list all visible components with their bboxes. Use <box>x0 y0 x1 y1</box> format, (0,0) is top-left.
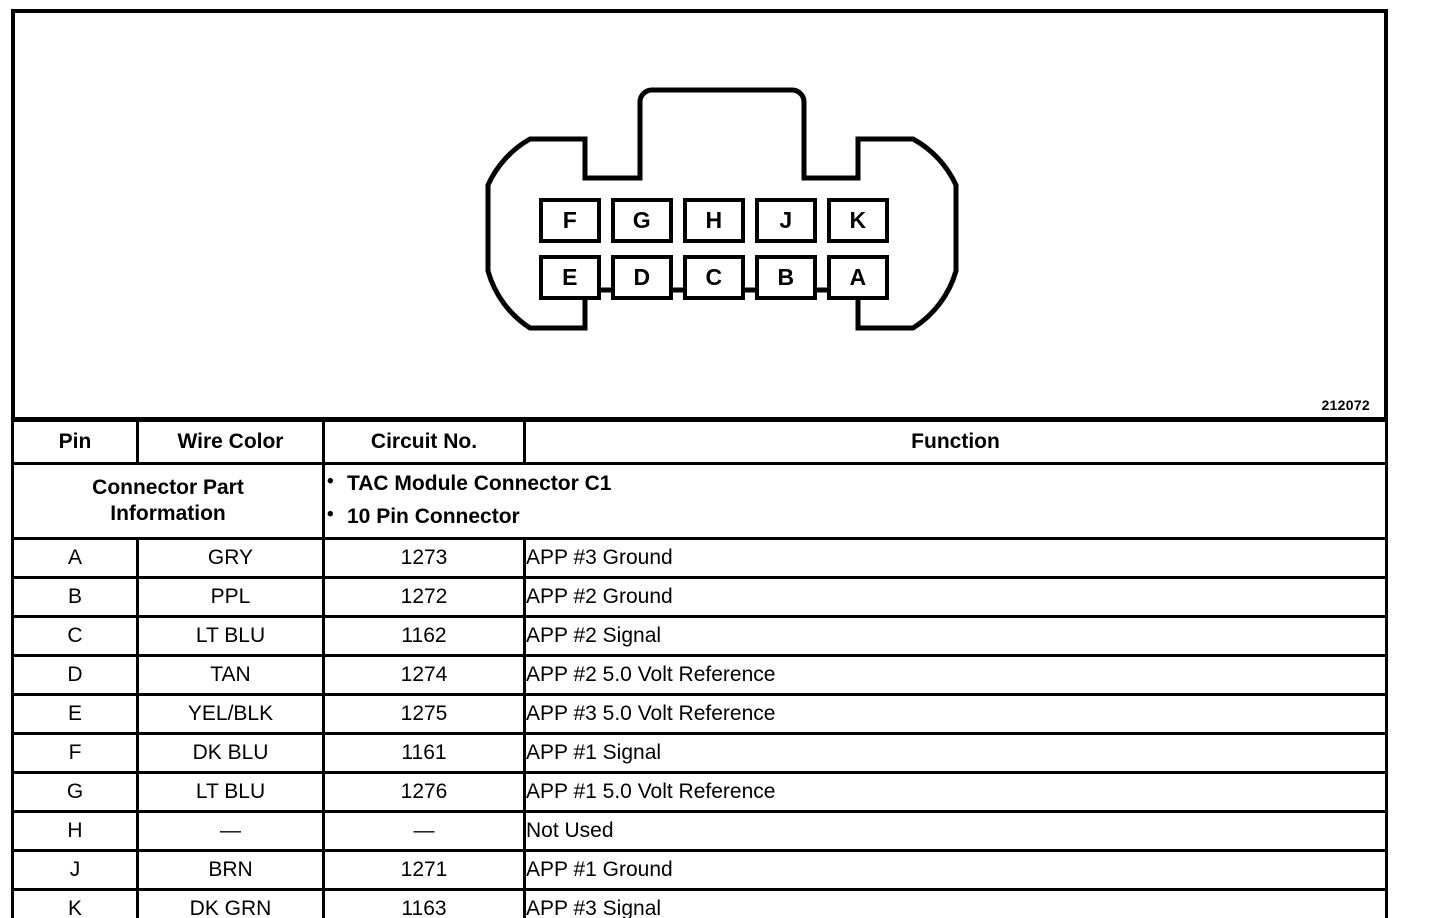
cell-circuit-no: 1163 <box>322 888 526 918</box>
cell-wire-color: GRY <box>136 537 325 579</box>
cell-function: APP #1 5.0 Volt Reference <box>523 771 1388 813</box>
pin-box-F[interactable]: F <box>539 198 601 243</box>
cell-wire-color: DK GRN <box>136 888 325 918</box>
pin-box-label: C <box>705 264 723 290</box>
column-header-wire-color: Wire Color <box>136 419 325 465</box>
cell-function: APP #2 Signal <box>523 615 1388 657</box>
cell-function: Not Used <box>523 810 1388 852</box>
cell-pin: D <box>11 654 139 696</box>
connector-part-information-row: Connector Part Information TAC Module Co… <box>11 462 1388 540</box>
cell-wire-color: LT BLU <box>136 771 325 813</box>
cpi-label-line1: Connector Part <box>92 476 244 500</box>
pin-box-label: F <box>562 207 578 233</box>
cell-function: APP #3 Ground <box>523 537 1388 579</box>
cell-wire-color: BRN <box>136 849 325 891</box>
cell-wire-color: DK BLU <box>136 732 325 774</box>
figure-number: 212072 <box>1321 397 1370 413</box>
cell-wire-color: LT BLU <box>136 615 325 657</box>
cell-wire-color: TAN <box>136 654 325 696</box>
cpi-bullet-item: 10 Pin Connector <box>327 500 1385 534</box>
pin-box-label: H <box>705 207 723 233</box>
cell-circuit-no: 1275 <box>322 693 526 735</box>
cpi-label-line2: Information <box>110 502 226 525</box>
cell-function: APP #3 5.0 Volt Reference <box>523 693 1388 735</box>
cell-circuit-no: 1162 <box>322 615 526 657</box>
cell-circuit-no: 1276 <box>322 771 526 813</box>
pin-box-label: A <box>849 264 867 290</box>
cell-pin: E <box>11 693 139 735</box>
pin-box-label: J <box>779 207 793 233</box>
cell-circuit-no: 1161 <box>322 732 526 774</box>
cell-wire-color: YEL/BLK <box>136 693 325 735</box>
pin-box-D[interactable]: D <box>611 255 673 300</box>
pin-box-C[interactable]: C <box>683 255 745 300</box>
cpi-bullet-list: TAC Module Connector C1 10 Pin Connector <box>325 467 1385 534</box>
cell-pin: H <box>11 810 139 852</box>
table-row: H——Not Used <box>11 810 1388 852</box>
cell-wire-color: PPL <box>136 576 325 618</box>
cell-function: APP #1 Ground <box>523 849 1388 891</box>
cell-function: APP #2 Ground <box>523 576 1388 618</box>
cell-pin: J <box>11 849 139 891</box>
column-header-circuit-no: Circuit No. <box>322 419 526 465</box>
pin-box-J[interactable]: J <box>755 198 817 243</box>
connector-part-information-value: TAC Module Connector C1 10 Pin Connector <box>322 462 1388 540</box>
cell-function: APP #2 5.0 Volt Reference <box>523 654 1388 696</box>
cell-pin: A <box>11 537 139 579</box>
cell-circuit-no: — <box>322 810 526 852</box>
connector-part-information-label: Connector Part Information <box>11 462 325 540</box>
cell-wire-color: — <box>136 810 325 852</box>
pin-box-label: K <box>849 207 867 233</box>
pinout-table: Connector Part Information TAC Module Co… <box>11 419 1388 918</box>
table-header-row: Pin Wire Color Circuit No. Function <box>11 419 1388 465</box>
cell-pin: C <box>11 615 139 657</box>
pin-box-E[interactable]: E <box>539 255 601 300</box>
pin-box-label: E <box>562 264 578 290</box>
pin-box-K[interactable]: K <box>827 198 889 243</box>
cell-circuit-no: 1273 <box>322 537 526 579</box>
illustration-frame: F G H J K E D C B A 212072 <box>11 9 1388 421</box>
cell-circuit-no: 1274 <box>322 654 526 696</box>
cell-function: APP #1 Signal <box>523 732 1388 774</box>
column-header-function: Function <box>523 419 1388 465</box>
cell-function: APP #3 Signal <box>523 888 1388 918</box>
connector-illustration: F G H J K E D C B A <box>470 75 990 385</box>
pin-box-label: D <box>633 264 651 290</box>
cell-pin: B <box>11 576 139 618</box>
pin-box-label: G <box>632 207 652 233</box>
cpi-bullet-item: TAC Module Connector C1 <box>327 467 1385 501</box>
pin-box-B[interactable]: B <box>755 255 817 300</box>
pin-box-G[interactable]: G <box>611 198 673 243</box>
cell-circuit-no: 1272 <box>322 576 526 618</box>
cell-pin: F <box>11 732 139 774</box>
column-header-pin: Pin <box>11 419 139 465</box>
pin-box-H[interactable]: H <box>683 198 745 243</box>
cell-pin: G <box>11 771 139 813</box>
cell-circuit-no: 1271 <box>322 849 526 891</box>
pin-box-label: B <box>777 264 795 290</box>
pin-box-A[interactable]: A <box>827 255 889 300</box>
cell-pin: K <box>11 888 139 918</box>
